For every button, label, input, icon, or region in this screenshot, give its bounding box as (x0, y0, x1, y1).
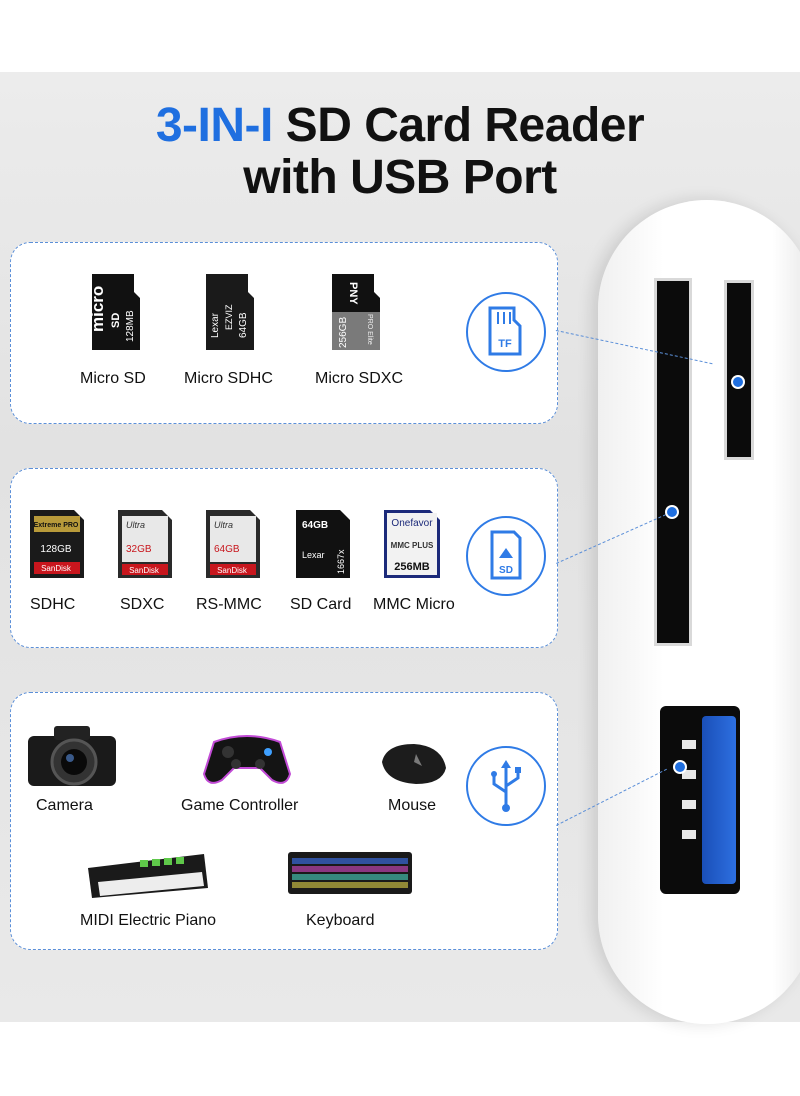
usb-pin (682, 830, 696, 839)
card-reader-device (598, 200, 800, 1024)
sd-badge: SD (466, 516, 546, 596)
label-mouse: Mouse (388, 797, 437, 814)
midi-piano-icon (88, 854, 208, 898)
micro-sd-card-icon: micro SD 128MB (88, 274, 140, 350)
card-text: 256GB (338, 317, 349, 348)
micro-sdxc-card-icon: PNY 256GB PRO Elite (332, 274, 380, 350)
sd-card-badge-icon: SD (490, 530, 522, 580)
card-text: SanDisk (217, 566, 248, 575)
card-text: PRO Elite (366, 314, 373, 345)
label-sdxc: SDXC (120, 596, 165, 613)
usb-badge (466, 746, 546, 826)
headline-accent: 3-IN-I (155, 99, 274, 152)
card-text: PNY (347, 282, 359, 305)
card-text: EZVIZ (224, 304, 234, 330)
card-text: Ultra (126, 520, 145, 530)
badge-text: SD (499, 565, 513, 576)
headline-line-2: with USB Port (243, 151, 557, 204)
tf-badge: TF (466, 292, 546, 372)
sdxc-card-icon: Ultra 32GB SanDisk (118, 510, 172, 578)
keyboard-icon (288, 852, 412, 894)
usb-port-marker (675, 762, 685, 772)
label-rs-mmc: RS-MMC (196, 596, 262, 613)
card-text: SanDisk (41, 564, 72, 573)
usb-port-tongue (702, 716, 736, 884)
sdhc-card-icon: Extreme PRO 128GB SanDisk (30, 510, 84, 578)
headline-line-1: 3-IN-I SD Card Reader (0, 100, 800, 152)
camera-icon (28, 726, 116, 786)
rs-mmc-card-icon: Ultra 64GB SanDisk (206, 510, 260, 578)
mmc-micro-card-icon: Onefavor MMC PLUS 256MB (384, 510, 440, 578)
usb-compatible-card (10, 692, 558, 950)
tf-slot-marker (733, 377, 743, 387)
card-text: Lexar (302, 550, 325, 560)
card-text: 1667x (336, 549, 346, 574)
usb-icon (491, 760, 521, 812)
label-camera: Camera (36, 797, 93, 814)
usb-pin (682, 740, 696, 749)
game-controller-icon (202, 735, 292, 784)
card-text: 32GB (126, 544, 152, 555)
card-text: 128GB (40, 544, 71, 555)
card-text: 256MB (394, 561, 430, 573)
sd-slot-marker (667, 507, 677, 517)
card-text: SanDisk (129, 566, 160, 575)
label-sd-card: SD Card (290, 596, 352, 613)
sd-card-icon: 64GB Lexar 1667x (296, 510, 350, 578)
label-micro-sdxc: Micro SDXC (315, 370, 404, 387)
label-sdhc: SDHC (30, 596, 76, 613)
micro-sdhc-card-icon: Lexar EZVIZ 64GB (206, 274, 254, 350)
tf-card-icon: TF (488, 306, 522, 356)
card-text: SD (110, 313, 122, 328)
label-micro-sdhc: Micro SDHC (184, 370, 273, 387)
headline: 3-IN-I SD Card Reader with USB Port (0, 100, 800, 204)
card-text: MMC PLUS (391, 541, 434, 550)
card-text: 64GB (302, 520, 328, 531)
headline-line1-rest: SD Card Reader (272, 99, 645, 152)
label-midi-electric-piano: MIDI Electric Piano (80, 912, 217, 929)
card-text: Extreme PRO (34, 522, 79, 529)
badge-text: TF (498, 338, 512, 350)
card-text: 128MB (125, 310, 136, 342)
card-text: 64GB (238, 312, 249, 338)
card-text: 64GB (214, 544, 240, 555)
label-micro-sd: Micro SD (80, 370, 146, 387)
tf-slot (724, 280, 754, 460)
label-game-controller: Game Controller (181, 797, 299, 814)
usb-pin (682, 800, 696, 809)
sd-slot (654, 278, 692, 646)
card-text: micro (88, 286, 107, 332)
mouse-icon (382, 744, 446, 784)
card-text: Ultra (214, 520, 233, 530)
label-mmc-micro: MMC Micro (373, 596, 455, 613)
usb-pin (682, 770, 696, 779)
card-text: Onefavor (391, 518, 433, 529)
label-keyboard: Keyboard (306, 912, 375, 929)
card-text: Lexar (210, 312, 221, 338)
